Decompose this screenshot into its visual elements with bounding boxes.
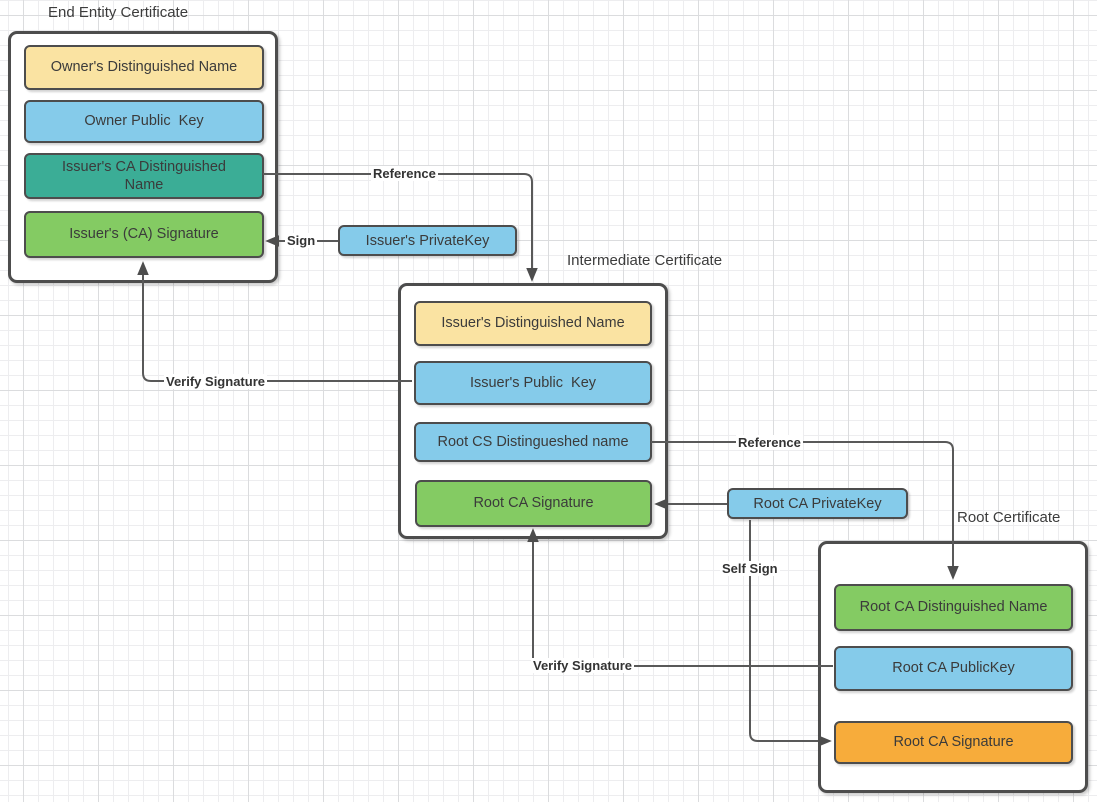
shape-root-cs-distingueshed-name[interactable]: Root CS Distingueshed name bbox=[414, 422, 652, 462]
edge-label-verify-signature-2[interactable]: Verify Signature bbox=[531, 658, 634, 673]
shape-issuers-distinguished-name[interactable]: Issuer's Distinguished Name bbox=[414, 301, 652, 346]
root-certificate-group[interactable]: Root CA Distinguished Name Root CA Publi… bbox=[818, 541, 1088, 793]
edge-label-reference-2[interactable]: Reference bbox=[736, 435, 803, 450]
verify-signature-connector-1[interactable] bbox=[137, 261, 412, 382]
end-entity-certificate-group[interactable]: Owner's Distinguished Name Owner Public … bbox=[8, 31, 278, 283]
shape-issuers-ca-signature[interactable]: Issuer's (CA) Signature bbox=[24, 211, 264, 258]
reference-connector-1[interactable] bbox=[263, 173, 538, 282]
shape-owners-distinguished-name[interactable]: Owner's Distinguished Name bbox=[24, 45, 264, 90]
shape-root-ca-signature-intermediate[interactable]: Root CA Signature bbox=[415, 480, 652, 527]
end-entity-certificate-title: End Entity Certificate bbox=[48, 4, 189, 21]
shape-issuers-private-key[interactable]: Issuer's PrivateKey bbox=[338, 225, 517, 256]
shape-owner-public-key[interactable]: Owner Public Key bbox=[24, 100, 264, 143]
self-sign-connector[interactable] bbox=[749, 520, 832, 747]
shape-issuers-ca-distinguished-name[interactable]: Issuer's CA Distinguished Name bbox=[24, 153, 264, 199]
edge-label-verify-signature-1[interactable]: Verify Signature bbox=[164, 374, 267, 389]
shape-root-ca-publickey[interactable]: Root CA PublicKey bbox=[834, 646, 1073, 691]
intermediate-certificate-title: Intermediate Certificate bbox=[567, 252, 723, 269]
root-certificate-title: Root Certificate bbox=[957, 509, 1061, 526]
shape-issuers-public-key[interactable]: Issuer's Public Key bbox=[414, 361, 652, 405]
shape-root-ca-signature-root[interactable]: Root CA Signature bbox=[834, 721, 1073, 764]
verify-signature-connector-2[interactable] bbox=[527, 528, 833, 667]
reference-connector-2[interactable] bbox=[651, 441, 959, 580]
intermediate-certificate-group[interactable]: Issuer's Distinguished Name Issuer's Pub… bbox=[398, 283, 668, 539]
shape-root-ca-private-key[interactable]: Root CA PrivateKey bbox=[727, 488, 908, 519]
edge-label-self-sign[interactable]: Self Sign bbox=[720, 561, 780, 576]
shape-root-ca-distinguished-name[interactable]: Root CA Distinguished Name bbox=[834, 584, 1073, 631]
edge-label-sign[interactable]: Sign bbox=[285, 233, 318, 248]
edge-label-reference-1[interactable]: Reference bbox=[371, 166, 438, 181]
